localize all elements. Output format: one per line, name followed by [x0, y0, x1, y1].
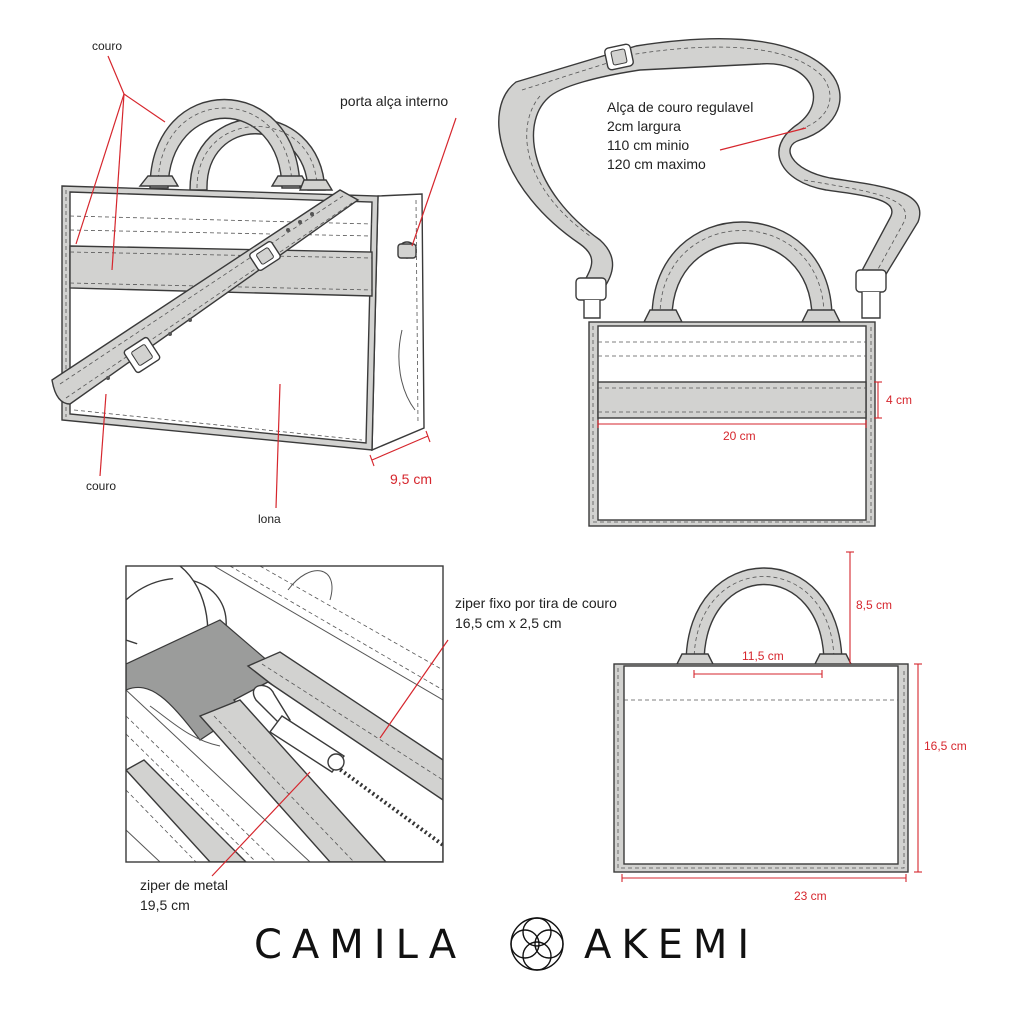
label-couro-bottom: couro	[86, 479, 116, 493]
label-handle-height: 8,5 cm	[856, 598, 892, 612]
perspective-annotations: couro porta alça interno couro lona 9,5 …	[75, 39, 457, 526]
label-zipper-line2: 19,5 cm	[140, 897, 190, 913]
label-body-width: 23 cm	[794, 889, 827, 903]
front-bag-leather-band	[597, 381, 867, 419]
brand-mark-icon	[510, 917, 564, 971]
label-zipper-tab-line1: ziper fixo por tira de couro	[455, 595, 617, 611]
label-body-height: 16,5 cm	[924, 739, 967, 753]
zipper-pull	[252, 684, 346, 773]
perspective-handle-front	[149, 98, 301, 189]
brand-logo: CAMILA AKEMI	[254, 917, 759, 971]
brand-left: CAMILA	[254, 922, 466, 968]
front-bag-annotations: Alça de couro regulavel 2cm largura 110 …	[597, 99, 912, 443]
perspective-bag	[51, 98, 425, 452]
brand-right: AKEMI	[584, 922, 759, 968]
right-clasp	[855, 269, 887, 319]
label-zipper-tab-line2: 16,5 cm x 2,5 cm	[455, 615, 562, 631]
strap-buckle-lower	[123, 336, 161, 374]
label-band-height: 4 cm	[886, 393, 912, 407]
label-strap-line3: 110 cm minio	[607, 137, 689, 153]
label-strap-line4: 120 cm maximo	[607, 156, 706, 172]
label-lona: lona	[258, 512, 281, 526]
front-bag-handle	[651, 221, 833, 319]
label-band-width: 20 cm	[723, 429, 756, 443]
left-clasp	[575, 277, 607, 319]
label-strap-line1: Alça de couro regulavel	[607, 99, 753, 115]
adjustable-strap-buckle	[604, 43, 634, 71]
zipper-detail	[125, 565, 444, 863]
strap-buckle-upper	[249, 240, 281, 272]
label-porta-alca: porta alça interno	[340, 93, 448, 109]
label-handle-gap: 11,5 cm	[742, 649, 784, 663]
label-zipper-line1: ziper de metal	[140, 877, 228, 893]
label-depth: 9,5 cm	[390, 471, 432, 487]
label-strap-line2: 2cm largura	[607, 118, 681, 134]
dimension-front-view	[613, 567, 909, 873]
zipper-annotations: ziper fixo por tira de couro 16,5 cm x 2…	[140, 595, 617, 913]
dimension-annotations: 8,5 cm 11,5 cm 16,5 cm 23 cm	[621, 551, 967, 903]
label-couro-top: couro	[92, 39, 122, 53]
